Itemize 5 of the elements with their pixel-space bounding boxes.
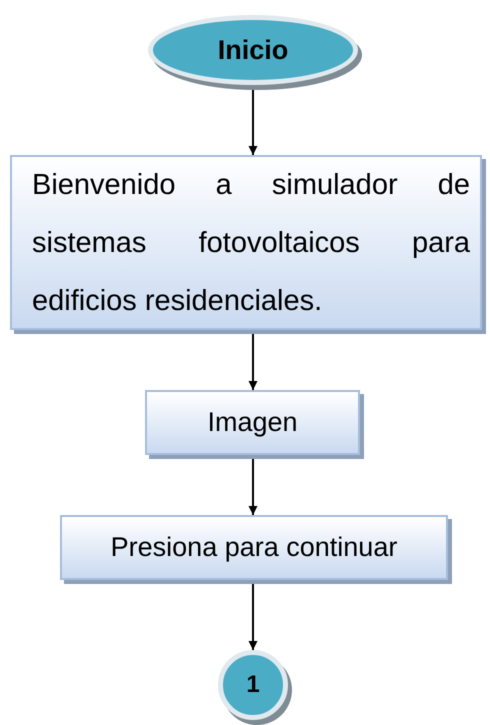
node-label: Presiona para continuar: [110, 532, 398, 563]
node-label: Bienvenido a simulador de sistemas fotovoltaicos para edificios residenciales.: [31, 168, 471, 318]
node-label: 1: [246, 671, 260, 699]
node-label: Imagen: [207, 407, 298, 438]
node-label: Inicio: [218, 34, 288, 66]
